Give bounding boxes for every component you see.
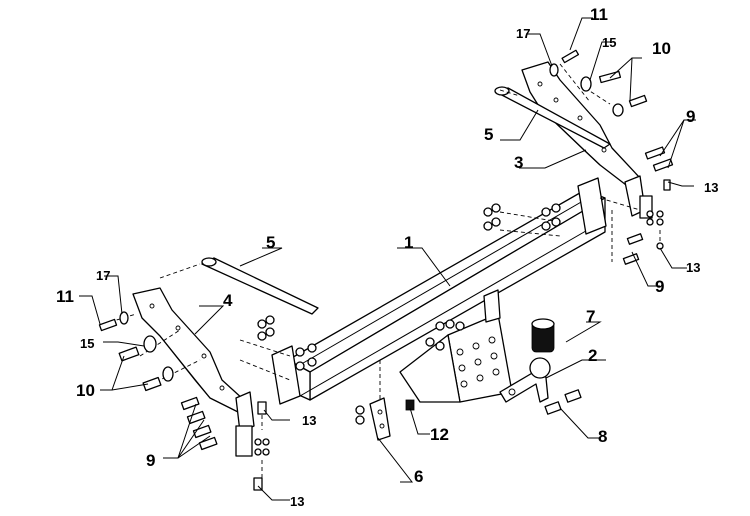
label-part-13-left-upper: 13	[302, 413, 316, 428]
label-part-13-right-upper: 13	[704, 180, 718, 195]
label-part-8: 8	[598, 427, 607, 446]
label-part-10-right: 10	[652, 39, 671, 58]
label-part-5-left: 5	[266, 233, 275, 252]
bolts-right-lower	[355, 179, 671, 425]
label-part-3: 3	[514, 153, 523, 172]
label-part-9-left: 9	[146, 451, 155, 470]
tie-rod-left	[201, 257, 319, 315]
label-part-2: 2	[588, 346, 597, 365]
tow-ball	[529, 318, 555, 379]
right-side-bracket	[521, 61, 653, 219]
tie-rod-right	[494, 86, 611, 149]
left-side-bracket	[132, 287, 255, 457]
ball-mount-plate	[399, 289, 513, 403]
nuts-clusters	[254, 203, 664, 456]
label-part-13-right-lower: 13	[686, 260, 700, 275]
label-part-9-right-lower: 9	[655, 277, 664, 296]
label-part-11-left: 11	[56, 287, 74, 306]
label-part-4: 4	[223, 291, 233, 310]
part-labels: 1 2 3 4 5 5 6 7 8 9 9 9 10 10 11 11 12 1…	[56, 5, 718, 509]
bolts-left	[98, 311, 174, 392]
bolts-left-lower	[180, 396, 267, 491]
label-part-5-right: 5	[484, 125, 493, 144]
label-part-7: 7	[586, 307, 595, 326]
label-part-17-left: 17	[96, 268, 110, 283]
label-part-11-right: 11	[590, 5, 608, 24]
label-part-15-right: 15	[602, 35, 616, 50]
label-part-9-right-upper: 9	[686, 107, 695, 126]
label-part-10-left: 10	[76, 381, 95, 400]
label-part-13-left-lower: 13	[290, 494, 304, 509]
label-part-12: 12	[430, 425, 449, 444]
label-part-1: 1	[404, 233, 413, 252]
socket-bracket	[369, 397, 391, 441]
leader-lines	[79, 17, 696, 501]
label-part-15-left: 15	[80, 336, 94, 351]
bolts-right-top	[549, 49, 674, 172]
label-part-6: 6	[414, 467, 423, 486]
label-part-17-right: 17	[516, 26, 530, 41]
